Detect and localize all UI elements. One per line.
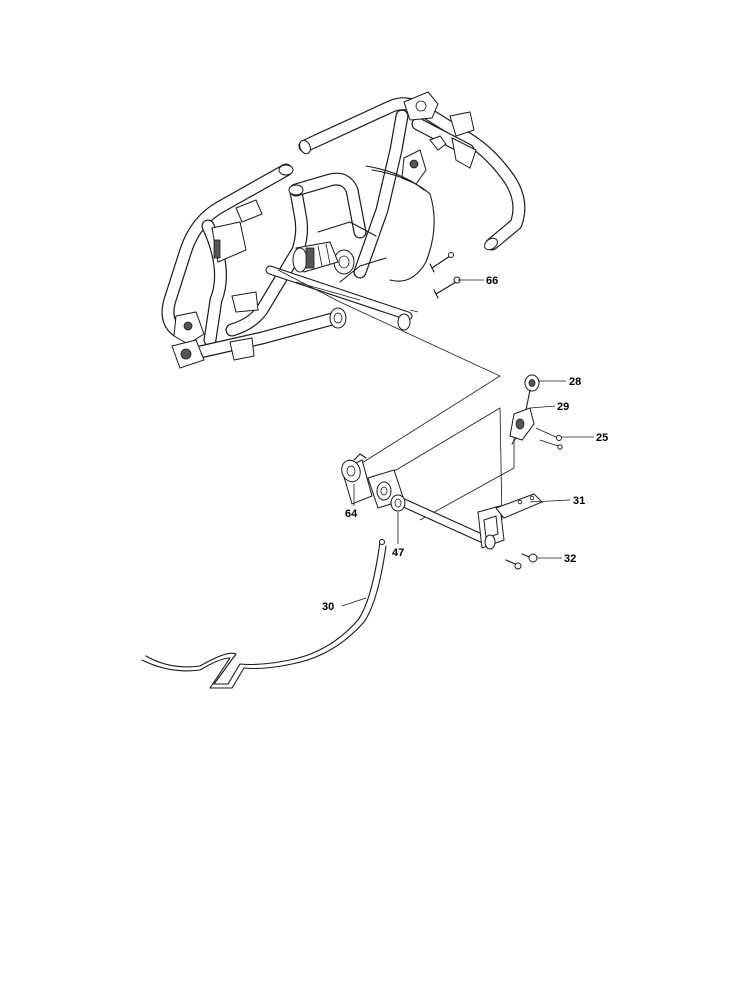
label-66: 66 [486,275,498,287]
part-29-lever [509,407,535,445]
frame-seat-pan [317,165,435,283]
frame-tube-ends [278,139,498,251]
frame-motor [292,241,339,273]
label-64: 64 [345,508,358,520]
label-32: 32 [564,553,576,565]
mower-frame [161,91,526,369]
label-31: 31 [573,495,585,507]
part-64-sleeve [341,453,373,505]
part-47-bushing [390,494,406,512]
bolts-66 [429,252,461,299]
lower-mechanism [141,374,563,689]
label-30: 30 [322,601,334,613]
leader-31 [529,499,571,503]
part-32-bolts [505,553,538,570]
part-31-bracket [495,493,543,519]
leader-30 [341,597,367,607]
part-30-cable [141,539,387,689]
label-47: 47 [392,547,404,559]
part-28-knob [524,374,540,411]
part-rod-bracket [477,505,505,550]
label-25: 25 [596,432,608,444]
label-29: 29 [557,401,569,413]
leader-lines [341,279,594,607]
label-28: 28 [569,376,581,388]
part-labels: 66 28 29 25 31 64 47 32 30 [322,275,608,613]
leader-29 [529,405,556,409]
frame-brackets [171,91,477,369]
part-25-screws [535,427,563,450]
